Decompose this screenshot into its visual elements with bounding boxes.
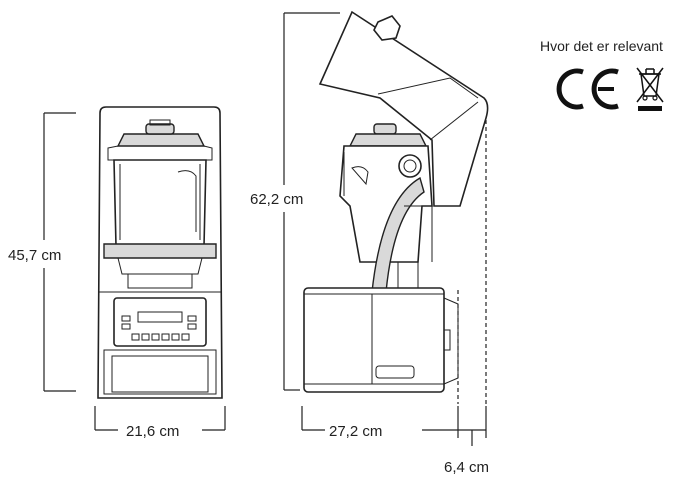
front-view-blender <box>97 106 223 399</box>
side-height-dimension: 62,2 cm <box>250 12 340 391</box>
front-height-dimension: 45,7 cm <box>8 112 76 392</box>
front-height-label: 45,7 cm <box>8 247 61 264</box>
side-height-label: 62,2 cm <box>250 191 303 208</box>
front-width-label: 21,6 cm <box>126 423 179 440</box>
front-width-dimension: 21,6 cm <box>94 406 226 440</box>
lid-extension-guides <box>457 120 487 404</box>
lid-extension-label: 6,4 cm <box>444 459 489 476</box>
certification-note: Hvor det er relevant <box>540 38 663 54</box>
side-depth-dimension: 27,2 cm <box>301 406 459 440</box>
weee-crossed-bin-icon <box>636 67 664 111</box>
lid-extension-dimension: 6,4 cm <box>444 406 489 476</box>
side-depth-label: 27,2 cm <box>329 423 382 440</box>
side-view-blender <box>303 10 489 393</box>
ce-mark-icon <box>556 68 619 110</box>
